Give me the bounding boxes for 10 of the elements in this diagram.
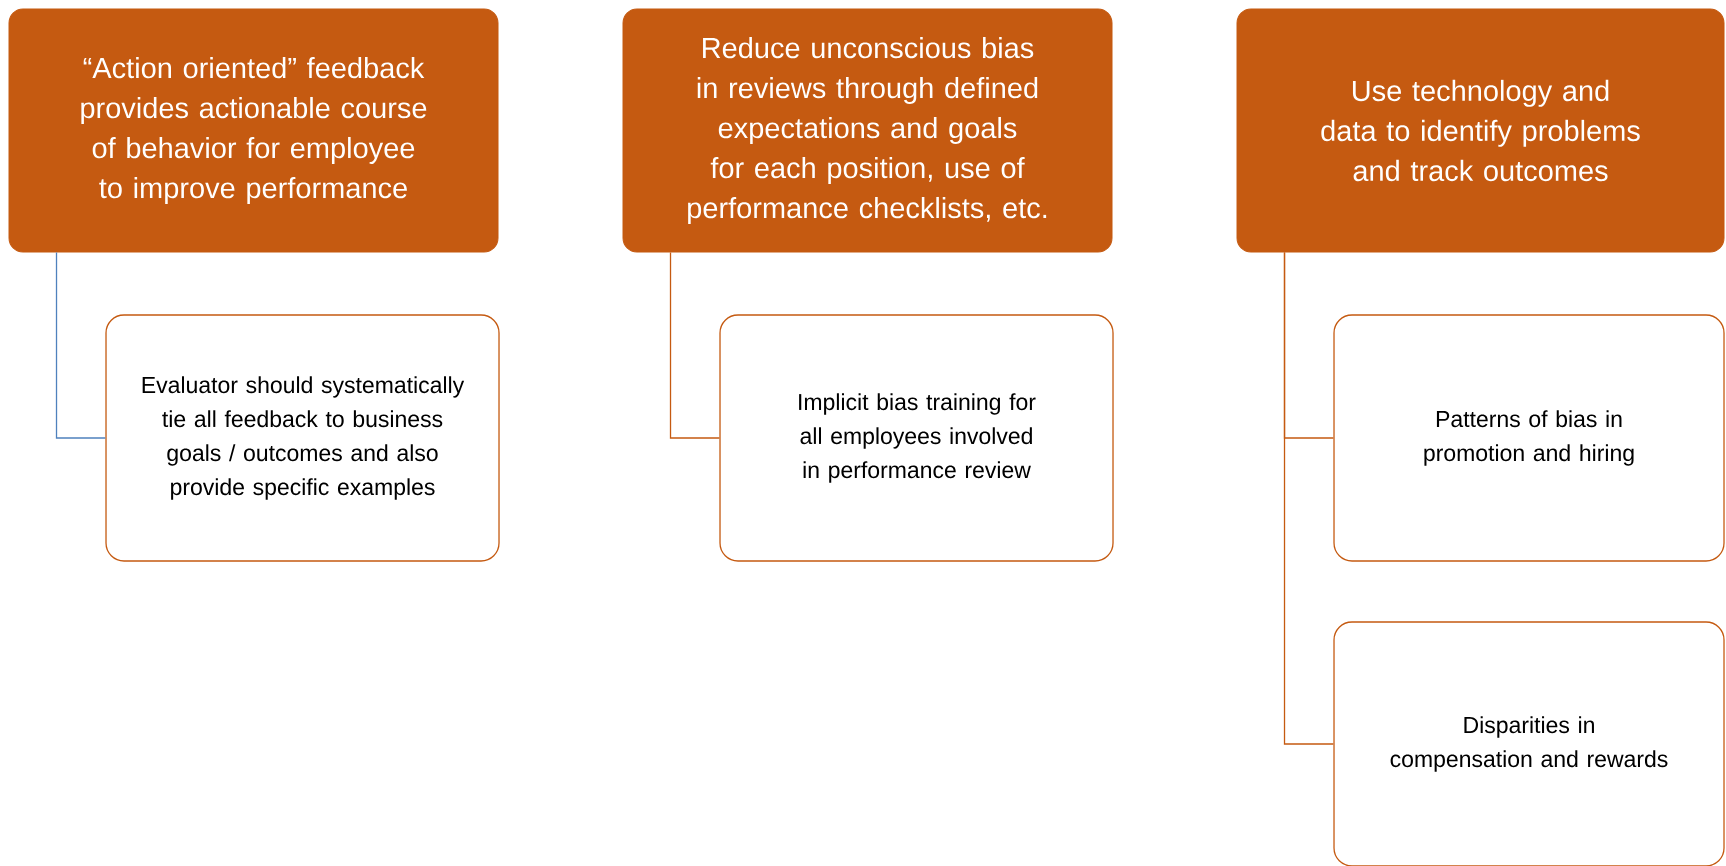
- connector-line: [55, 251, 106, 439]
- detail-box: Implicit bias training for all employees involved in performance review: [719, 314, 1114, 562]
- detail-box: Patterns of bias in promotion and hiring: [1333, 314, 1725, 562]
- heading-box: “Action oriented” feedback provides actionable course of behavior for employee to improve performance: [8, 8, 499, 253]
- detail-box: Evaluator should systematically tie all feedback to business goals / outcomes and also provide specific examples: [105, 314, 500, 562]
- connector-line: [669, 251, 720, 439]
- detail-box: Disparities in compensation and rewards: [1333, 621, 1725, 866]
- connector-line: [1283, 251, 1334, 745]
- heading-box: Use technology and data to identify problems and track outcomes: [1236, 8, 1725, 253]
- heading-box: Reduce unconscious bias in reviews through defined expectations and goals for each position, use of performance checklists, etc.: [622, 8, 1113, 253]
